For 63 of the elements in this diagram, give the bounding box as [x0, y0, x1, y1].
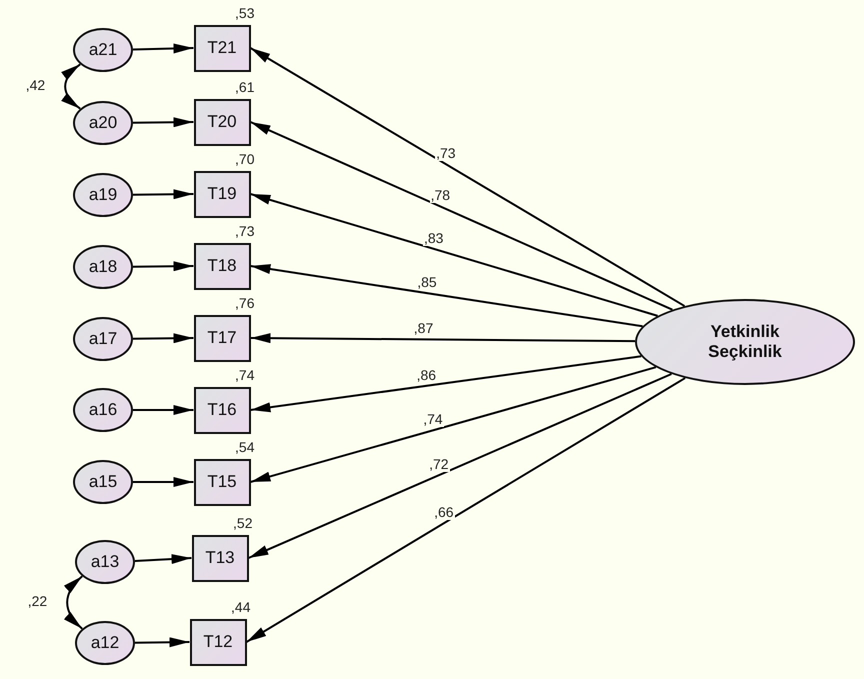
variable-label: T15 — [207, 472, 237, 492]
r-squared-value: ,53 — [235, 4, 254, 20]
edge-label: ,83 — [422, 230, 444, 246]
variable-label: a12 — [90, 633, 120, 653]
variable-label: a21 — [88, 40, 118, 60]
edge-label: ,72 — [428, 457, 450, 472]
r-squared-value: ,52 — [233, 514, 252, 530]
loading-arrow — [250, 193, 658, 317]
edge-label: ,73 — [435, 146, 457, 162]
error-arrow — [133, 405, 194, 415]
r-squared-value: ,73 — [235, 222, 254, 238]
edge-label: ,86 — [416, 368, 438, 383]
loading-arrow — [250, 355, 642, 412]
r-squared-value: ,70 — [235, 150, 254, 166]
edge-label: ,66 — [433, 505, 455, 520]
variable-label: T20 — [207, 112, 237, 132]
variable-label: a17 — [88, 329, 118, 349]
r-squared-value: ,44 — [231, 598, 250, 614]
error-ellipse — [73, 101, 133, 145]
variable-label: a16 — [88, 400, 118, 420]
variable-label: a20 — [88, 113, 118, 133]
error-arrow — [132, 261, 194, 272]
variable-label: a18 — [88, 257, 118, 277]
r-squared-value: ,61 — [235, 78, 254, 94]
covariance-arrow — [64, 576, 83, 630]
edge-label: ,42 — [24, 78, 46, 92]
variable-label: T12 — [203, 632, 233, 652]
loading-arrow — [250, 264, 643, 328]
variable-label: T21 — [207, 38, 237, 58]
loading-arrow — [246, 377, 686, 643]
r-squared-value: ,76 — [235, 294, 254, 310]
error-ellipse — [75, 621, 135, 665]
variable-label: T13 — [205, 548, 235, 568]
edge-label: ,78 — [430, 188, 452, 204]
latent-label: Yetkinlik Seçkinlik — [707, 322, 783, 362]
covariance-arrow — [61, 64, 81, 110]
edge-label: ,22 — [26, 594, 48, 608]
loading-arrow — [250, 47, 686, 307]
loading-arrow — [250, 333, 636, 344]
edge-label: ,74 — [422, 412, 444, 428]
error-arrow — [132, 189, 194, 200]
variable-label: T17 — [207, 328, 237, 348]
error-arrow — [132, 44, 194, 54]
error-arrow — [134, 637, 190, 648]
edge-label: ,85 — [416, 275, 438, 290]
error-ellipse — [73, 28, 133, 72]
variable-label: a19 — [88, 185, 118, 205]
error-arrow — [132, 117, 194, 128]
variable-label: T19 — [207, 184, 237, 204]
edge-label: ,87 — [412, 321, 434, 336]
error-arrow — [134, 554, 192, 564]
error-ellipse — [75, 540, 135, 584]
r-squared-value: ,74 — [235, 366, 254, 382]
loading-arrow — [250, 366, 656, 483]
error-arrow — [133, 477, 194, 487]
variable-label: T16 — [207, 400, 237, 420]
error-arrow — [132, 333, 194, 344]
variable-label: a13 — [90, 552, 120, 572]
loading-arrow — [250, 121, 673, 311]
loading-arrow — [248, 373, 672, 559]
r-squared-value: ,54 — [235, 438, 254, 454]
variable-label: a15 — [88, 472, 118, 492]
variable-label: T18 — [207, 256, 237, 276]
